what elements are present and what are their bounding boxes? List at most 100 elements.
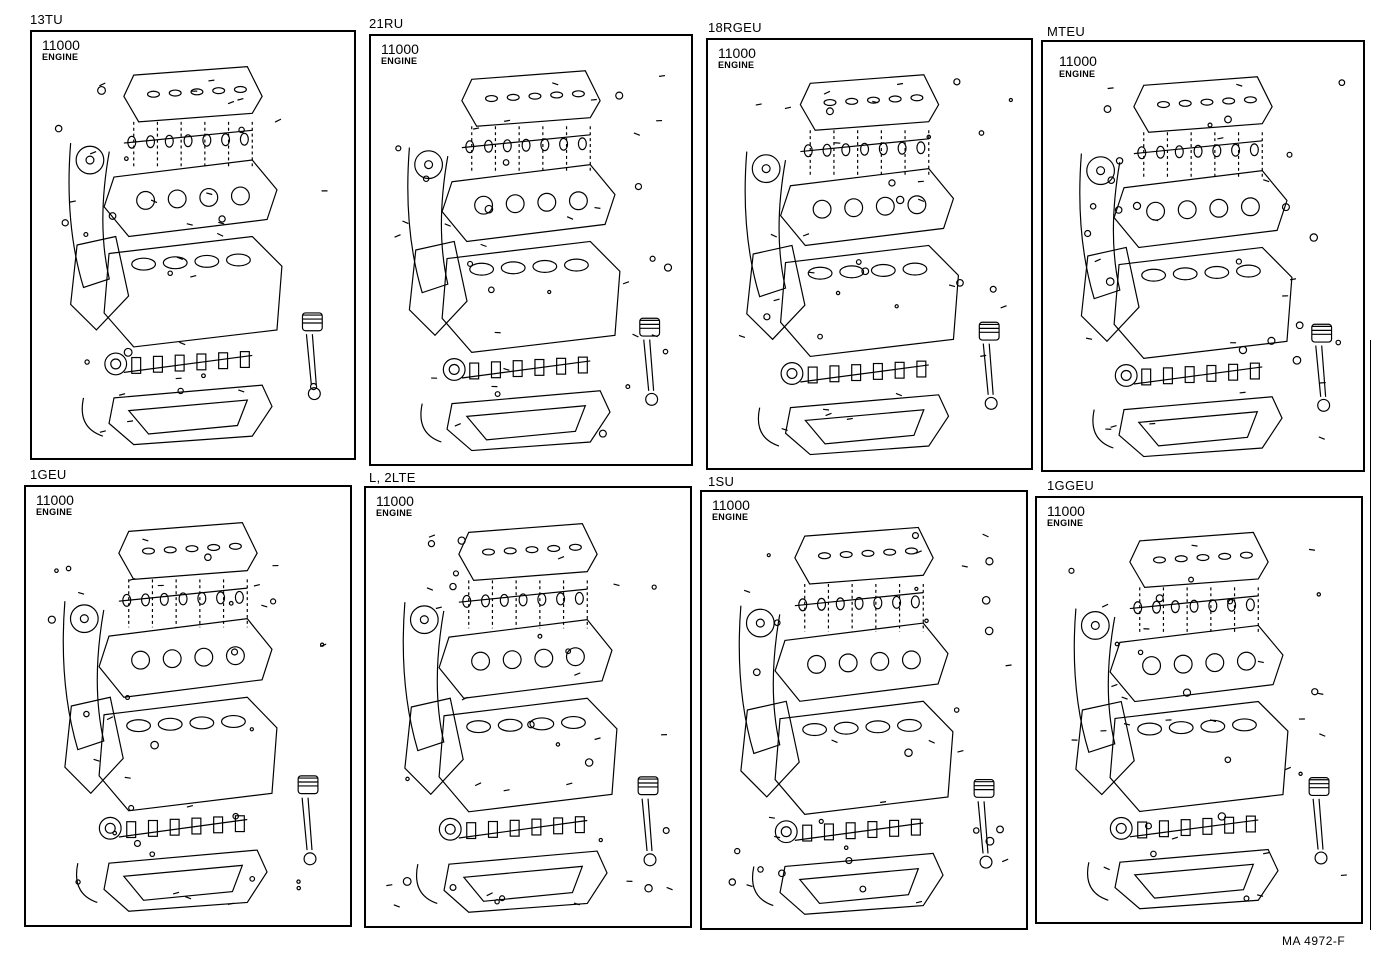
- engine-panel-13tu[interactable]: 11000 ENGINE: [30, 30, 356, 460]
- bolt-part: [1317, 692, 1324, 695]
- bolt-part: [1239, 391, 1246, 394]
- cam-lobe-part: [878, 142, 888, 156]
- washer-part: [457, 536, 466, 545]
- panel-title-13tu: 13TU: [30, 12, 63, 27]
- crank-web-part: [1137, 821, 1148, 839]
- cam-lobe-part: [518, 593, 528, 607]
- gear-hub-part: [1096, 166, 1106, 176]
- cam-cover-part: [461, 70, 601, 127]
- bolt-part: [928, 739, 935, 744]
- cam-lobe-part: [841, 143, 851, 157]
- bolt-part: [774, 835, 781, 839]
- cylinder-head-part: [438, 619, 613, 699]
- bolt-part: [1257, 660, 1264, 664]
- cam-lobe-part: [1212, 144, 1222, 158]
- washer-part: [1068, 567, 1075, 574]
- exploded-engine-diagram: [738, 74, 1013, 456]
- combustion-chamber-part: [568, 191, 588, 211]
- engine-panel-1geu[interactable]: 11000 ENGINE: [24, 485, 352, 927]
- crank-web-part: [218, 352, 229, 370]
- cam-lobe-part: [183, 134, 193, 148]
- bolt-part: [454, 423, 461, 427]
- exploded-engine-diagram: [1079, 76, 1346, 458]
- cam-lobe-part: [822, 143, 832, 157]
- washer-part: [835, 290, 841, 296]
- bolt-part: [472, 127, 480, 130]
- bolt-part: [129, 577, 136, 581]
- oil-strainer-part: [420, 403, 442, 443]
- bolt-part: [93, 758, 100, 762]
- bolt-part: [1111, 683, 1118, 688]
- washer-part: [1150, 850, 1157, 858]
- engine-panel-1su[interactable]: 11000 ENGINE: [700, 490, 1028, 930]
- timing-gear-part: [1086, 156, 1116, 186]
- cylinder-bore-part: [529, 717, 555, 731]
- cam-lobe-part: [916, 141, 926, 155]
- bolt-part: [1236, 83, 1243, 87]
- cover-hole-part: [168, 89, 182, 97]
- bolt-part: [896, 82, 904, 86]
- engine-panel-21ru[interactable]: 11000 ENGINE: [369, 34, 693, 466]
- oil-pan-part: [1118, 396, 1283, 458]
- bolt-part: [261, 604, 268, 608]
- crank-web-part: [131, 356, 142, 374]
- exploded-engine-diagram: [386, 523, 673, 913]
- washer-part: [1145, 822, 1153, 830]
- bolt-part: [89, 150, 97, 155]
- cover-hole-part: [1200, 98, 1214, 106]
- bolt-part: [172, 891, 180, 895]
- crank-web-part: [910, 818, 921, 836]
- cam-lobe-part: [1208, 599, 1218, 613]
- cylinder-bore-part: [839, 265, 865, 279]
- gear-hub-part: [85, 155, 95, 165]
- washer-part: [296, 879, 301, 884]
- crank-pulley-part: [1114, 364, 1138, 387]
- cam-lobe-part: [1174, 145, 1184, 159]
- washer-part: [452, 570, 460, 577]
- cover-hole-part: [883, 548, 897, 556]
- washer-part: [449, 582, 457, 591]
- oil-strainer-part: [757, 407, 780, 447]
- cover-hole-part: [866, 96, 880, 104]
- cam-lobe-part: [1137, 146, 1147, 160]
- bolt-part: [982, 533, 989, 538]
- washer-part: [818, 818, 824, 824]
- rod-big-end-part: [303, 852, 317, 866]
- washer-part: [296, 885, 301, 891]
- combustion-chamber-part: [1236, 651, 1256, 671]
- washer-part: [888, 179, 896, 187]
- bolt-part: [1110, 425, 1117, 428]
- oil-pan-inner-part: [462, 865, 584, 902]
- rod-big-end-part: [645, 392, 659, 406]
- exploded-engine-diagram: [1068, 531, 1347, 910]
- crankshaft-part: [123, 354, 253, 374]
- washer-part: [1295, 321, 1304, 330]
- crank-web-part: [577, 356, 588, 374]
- bolt-part: [426, 587, 434, 591]
- engine-panel-l-2lte[interactable]: 11000 ENGINE: [364, 486, 692, 928]
- cover-hole-part: [1174, 555, 1188, 563]
- bolt-part: [1107, 87, 1114, 90]
- crank-pulley-part: [442, 358, 466, 381]
- bolt-part: [393, 904, 400, 908]
- cam-cover-part: [118, 522, 258, 581]
- combustion-chamber-part: [505, 194, 525, 214]
- engine-panel-mteu[interactable]: 11000 ENGINE: [1041, 40, 1365, 472]
- bolt-part: [594, 206, 601, 209]
- cover-hole-part: [212, 87, 226, 95]
- piston-part: [978, 321, 1000, 341]
- washer-part: [1224, 115, 1232, 124]
- combustion-chamber-part: [838, 653, 858, 673]
- washer-part: [1115, 157, 1124, 165]
- washer-part: [1137, 649, 1144, 656]
- cylinder-bore-part: [220, 714, 246, 729]
- bolt-part: [948, 284, 956, 288]
- cam-cover-part: [1133, 76, 1273, 133]
- washer-part: [1114, 206, 1123, 214]
- crank-web-part: [466, 822, 477, 840]
- washer-part: [309, 382, 318, 391]
- timing-chain-part: [1073, 608, 1116, 754]
- engine-panel-1ggeu[interactable]: 11000 ENGINE: [1035, 496, 1363, 924]
- washer-part: [1084, 229, 1092, 238]
- engine-panel-18rgeu[interactable]: 11000 ENGINE: [706, 38, 1033, 470]
